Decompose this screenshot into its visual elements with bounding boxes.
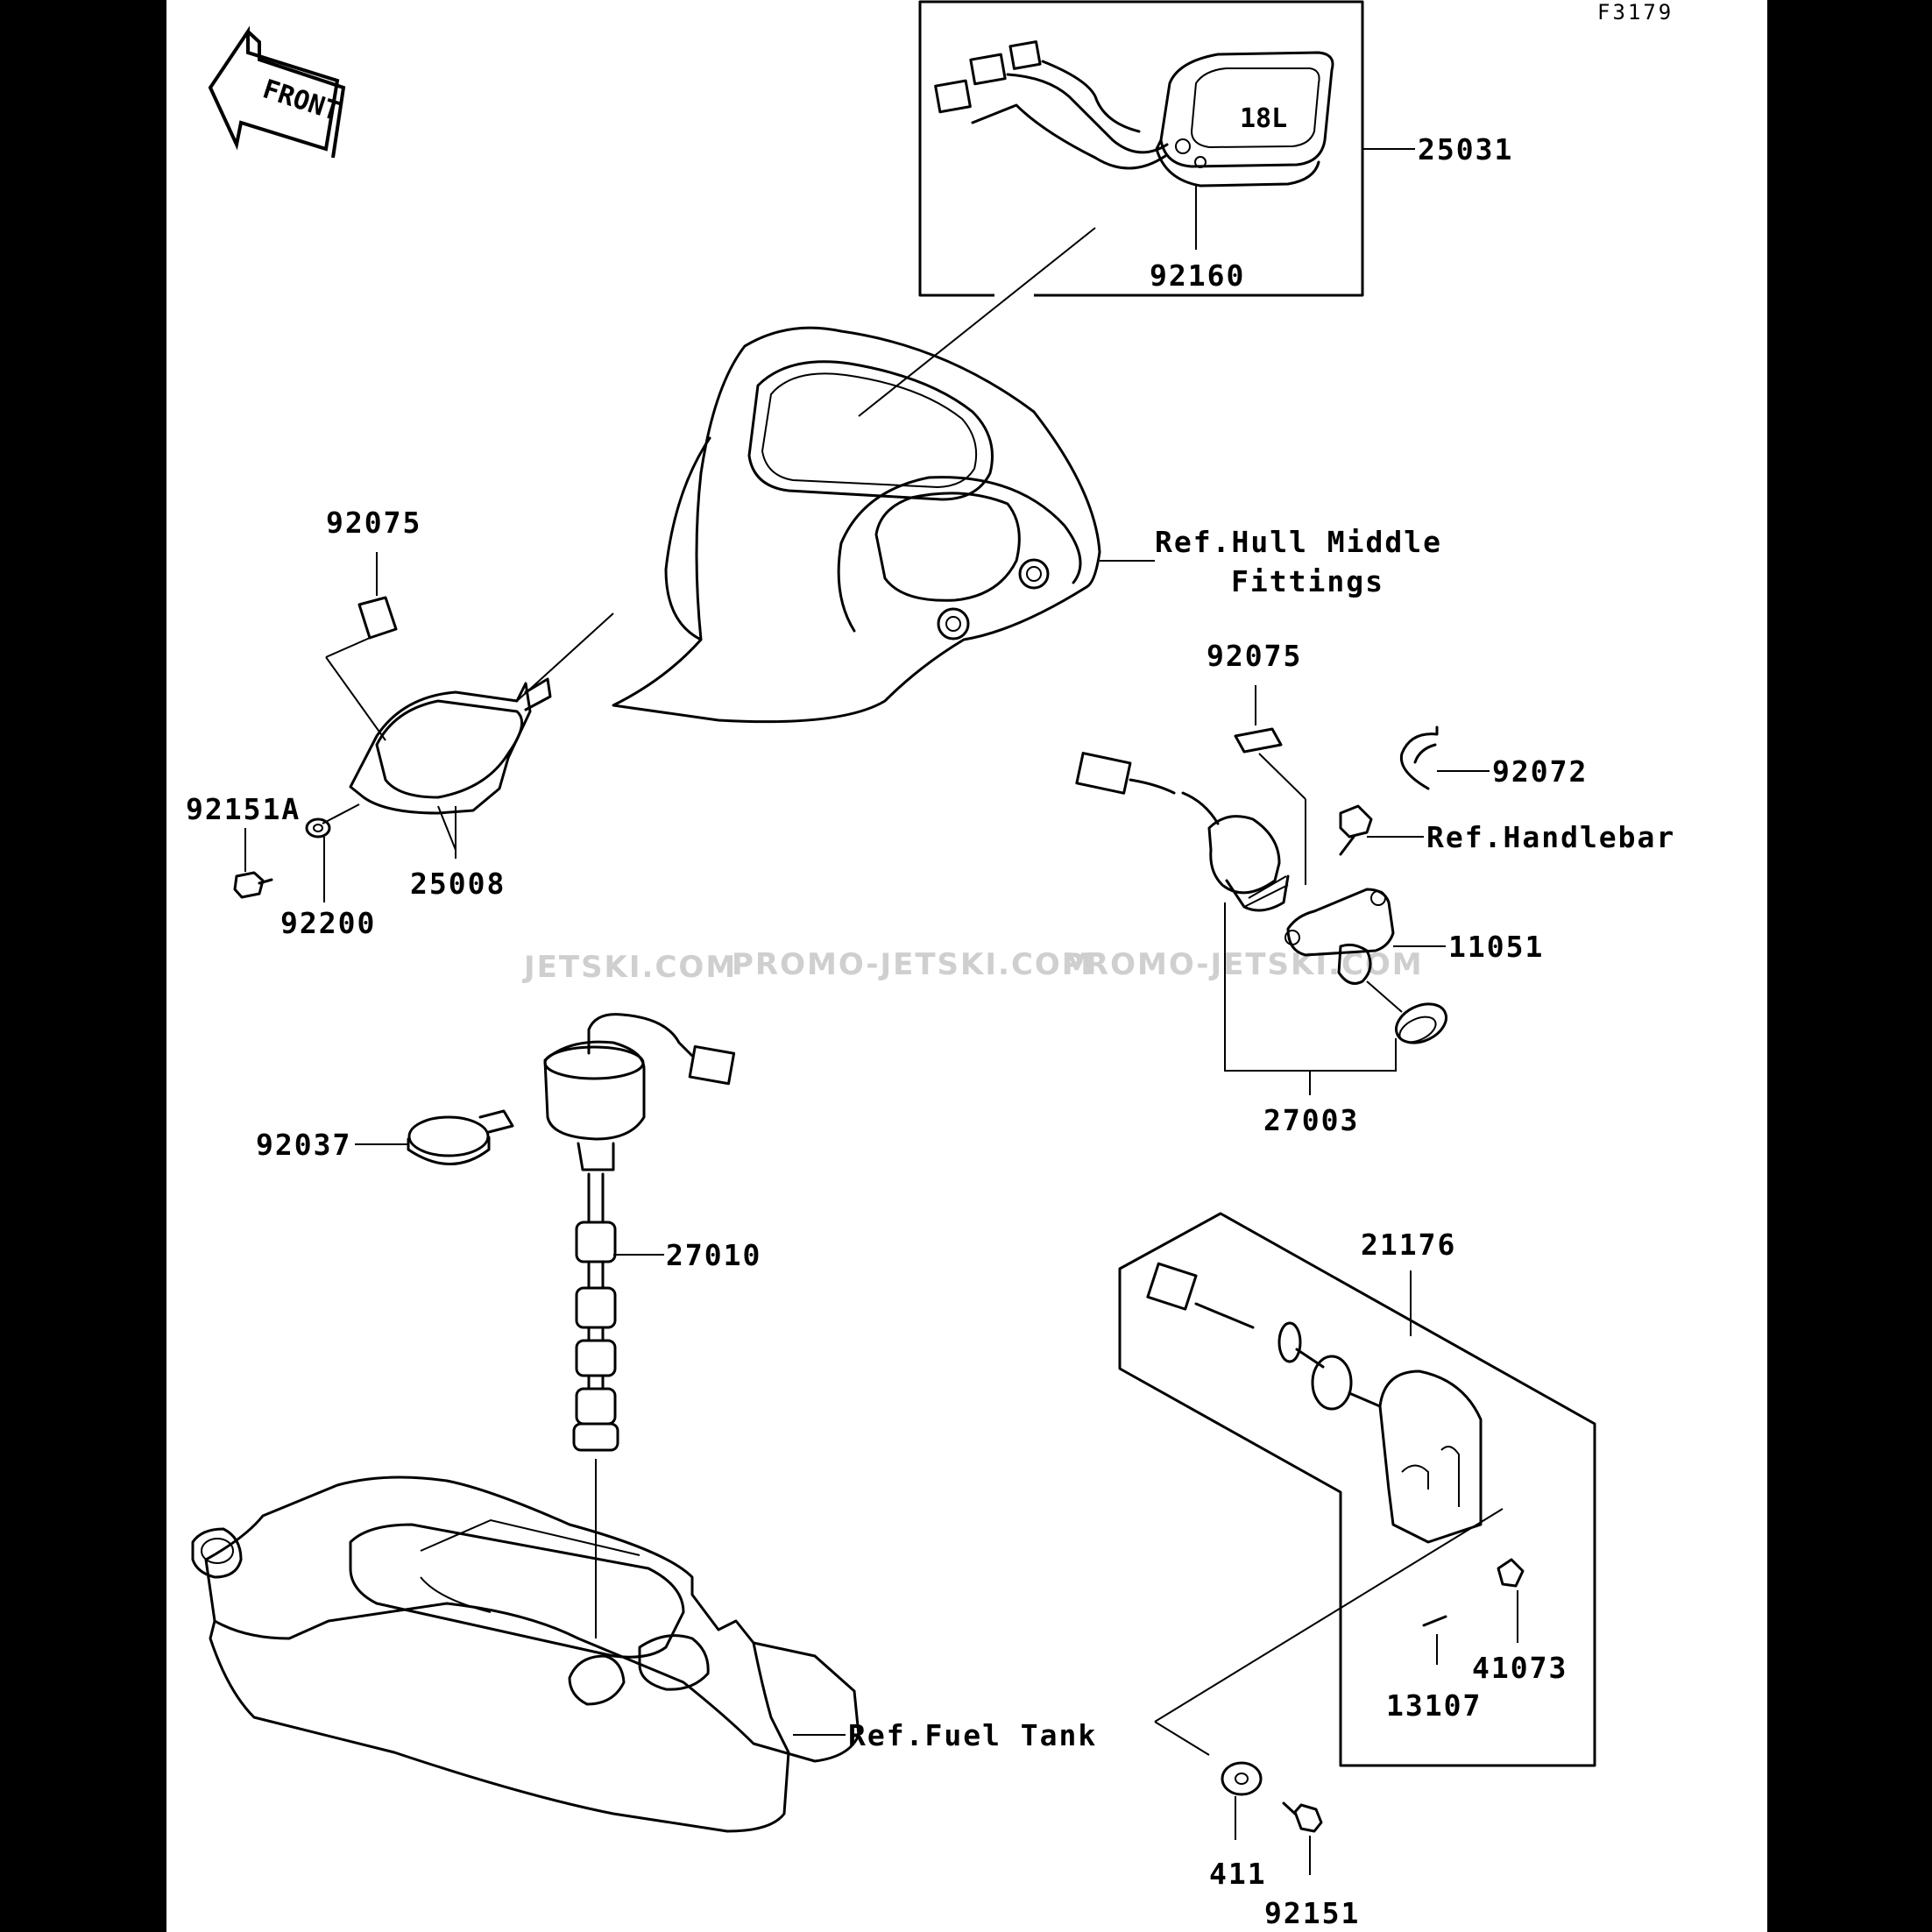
diagram-sheet [166, 0, 1767, 1932]
switch-assembly-21176: 21176 41073 13107 411 [1118, 1212, 1596, 1930]
part-411-label: 411 [1209, 1857, 1267, 1891]
bracket-25008: 92075 25008 92200 92151A [186, 506, 614, 940]
fuel-level-sender-27010: 92037 27010 [256, 1013, 761, 1638]
svg-text:18L: 18L [1240, 103, 1287, 134]
part-92037-label: 92037 [256, 1128, 351, 1162]
part-92200-label: 92200 [280, 906, 376, 940]
part-92151-label: 92151 [1264, 1896, 1360, 1930]
sender-27003: 92075 92072 Ref.Handlebar [1075, 639, 1675, 1137]
part-11051-label: 11051 [1448, 930, 1544, 964]
ref-fuel-tank-label: Ref.Fuel Tank [848, 1718, 1097, 1752]
part-27010-label: 27010 [666, 1238, 761, 1272]
figure-code: F3179 [1597, 0, 1674, 25]
part-25008-label: 25008 [410, 867, 506, 901]
part-92160-label: 92160 [1150, 258, 1245, 293]
part-92075-left-label: 92075 [326, 506, 421, 540]
front-arrow-icon: FRONT [208, 25, 346, 159]
watermark-2: PROMO-JETSKI.COM [732, 947, 1093, 982]
part-13107-label: 13107 [1386, 1688, 1482, 1723]
watermark-3: PROMO-JETSKI.COM [1062, 947, 1424, 982]
part-25031-label: 25031 [1418, 132, 1513, 166]
part-92075-right-label: 92075 [1207, 639, 1302, 673]
hull-cowl: Ref.Hull Middle Fittings [612, 326, 1442, 724]
meter-assembly-25031: 18L 25031 92160 [918, 0, 1513, 298]
watermark-1: JETSKI.COM [522, 950, 737, 985]
ref-handlebar-label: Ref.Handlebar [1426, 820, 1675, 854]
part-27003-label: 27003 [1263, 1103, 1359, 1137]
part-92151A-label: 92151A [186, 792, 301, 826]
part-41073-label: 41073 [1472, 1651, 1568, 1685]
fuel-tank: Ref.Fuel Tank [191, 1476, 1097, 1833]
ref-hull-line1: Ref.Hull Middle [1155, 525, 1442, 559]
ref-hull-line2: Fittings [1231, 564, 1384, 598]
part-21176-label: 21176 [1361, 1228, 1456, 1262]
part-92072-label: 92072 [1492, 754, 1588, 789]
